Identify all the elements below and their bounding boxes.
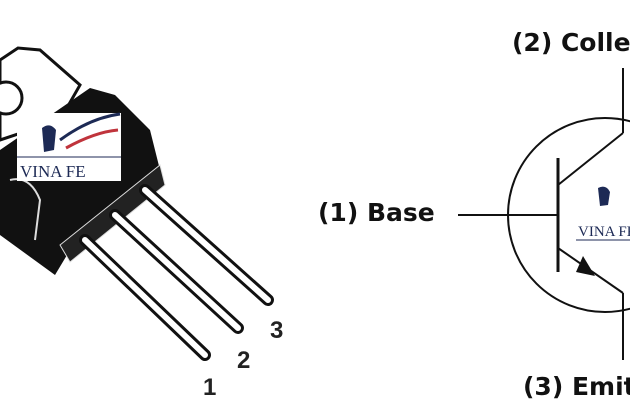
- mounting-hole: [0, 80, 24, 116]
- pin-highlights: [82, 187, 271, 358]
- wing-stripe-navy: [59, 112, 121, 142]
- to220-package: 1 2 3 VINA FE: [0, 46, 283, 401]
- package-body-contour: [9, 178, 42, 241]
- wing-stripe-red: [65, 128, 119, 150]
- watermark-logo: VINA FE: [17, 112, 121, 181]
- emitter-arrow-icon: [576, 256, 595, 276]
- collector-diagonal: [557, 132, 624, 186]
- base-label: (1) Base: [318, 198, 435, 227]
- collector-label: (2) Collector: [512, 28, 630, 57]
- pnp-transistor-symbol: VINA FE: [458, 68, 630, 360]
- emitter-label: (3) Emitter: [523, 372, 630, 401]
- horse-logo-icon: [598, 186, 610, 206]
- pin-number-2: 2: [237, 347, 250, 374]
- pin-1-highlight: [82, 237, 208, 358]
- watermark-text: VINA FE: [20, 162, 86, 181]
- watermark-text-small: VINA FE: [578, 224, 630, 240]
- pin-number-3: 3: [270, 317, 283, 344]
- horse-logo-icon: [42, 125, 56, 152]
- pin-2-highlight: [112, 212, 241, 331]
- watermark-logo-small: VINA FE: [576, 186, 630, 241]
- pin-3-highlight: [142, 187, 271, 303]
- pin-number-1: 1: [203, 374, 216, 401]
